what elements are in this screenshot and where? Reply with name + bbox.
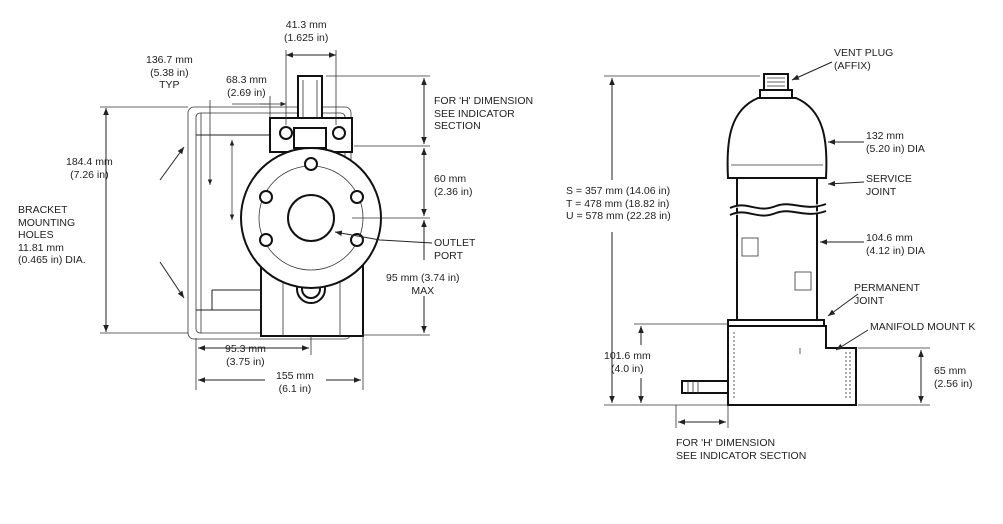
dim-101-label: 101.6 mm (4.0 in) bbox=[604, 350, 651, 375]
dia-104-label: 104.6 mm (4.12 in) DIA bbox=[866, 232, 925, 257]
dim-60-label: 60 mm (2.36 in) bbox=[434, 173, 473, 198]
left-front-view bbox=[100, 50, 433, 390]
top-stem bbox=[297, 75, 323, 119]
right-side-view bbox=[604, 61, 930, 428]
service-joint-label: SERVICE JOINT bbox=[866, 173, 912, 198]
dia-132-label: 132 mm (5.20 in) DIA bbox=[866, 130, 925, 155]
outlet-port-label: OUTLET PORT bbox=[434, 237, 476, 262]
dim-95-3-label: 95.3 mm (3.75 in) bbox=[225, 343, 266, 368]
stu-dimensions-label: S = 357 mm (14.06 in) T = 478 mm (18.82 … bbox=[566, 185, 671, 222]
manifold-mount-label: MANIFOLD MOUNT K bbox=[870, 321, 976, 333]
manifold bbox=[727, 325, 857, 406]
h-dimension-right-label: FOR 'H' DIMENSION SEE INDICATOR SECTION bbox=[676, 437, 807, 462]
dim-155-label: 155 mm (6.1 in) bbox=[276, 370, 314, 395]
housing-cylinder bbox=[736, 177, 818, 321]
h-dimension-left-label: FOR 'H' DIMENSION SEE INDICATOR SECTION bbox=[434, 95, 534, 132]
bracket-holes-label: BRACKET MOUNTING HOLES 11.81 mm (0.465 i… bbox=[18, 204, 86, 266]
upper-bowl bbox=[726, 97, 828, 179]
outlet-port-circle bbox=[287, 194, 335, 242]
dim-65-label: 65 mm (2.56 in) bbox=[934, 365, 973, 390]
dim-95-max-label: 95 mm (3.74 in) MAX bbox=[386, 272, 460, 297]
dim-hole-spacing-label: 68.3 mm (2.69 in) bbox=[226, 74, 267, 99]
dim-bracket-typ-label: 136.7 mm (5.38 in) TYP bbox=[146, 54, 193, 91]
dim-height-label: 184.4 mm (7.26 in) bbox=[66, 156, 113, 181]
dim-top-width-label: 41.3 mm (1.625 in) bbox=[284, 19, 329, 44]
vent-plug-label: VENT PLUG (AFFIX) bbox=[834, 47, 894, 72]
permanent-joint-label: PERMANENT JOINT bbox=[854, 282, 920, 307]
